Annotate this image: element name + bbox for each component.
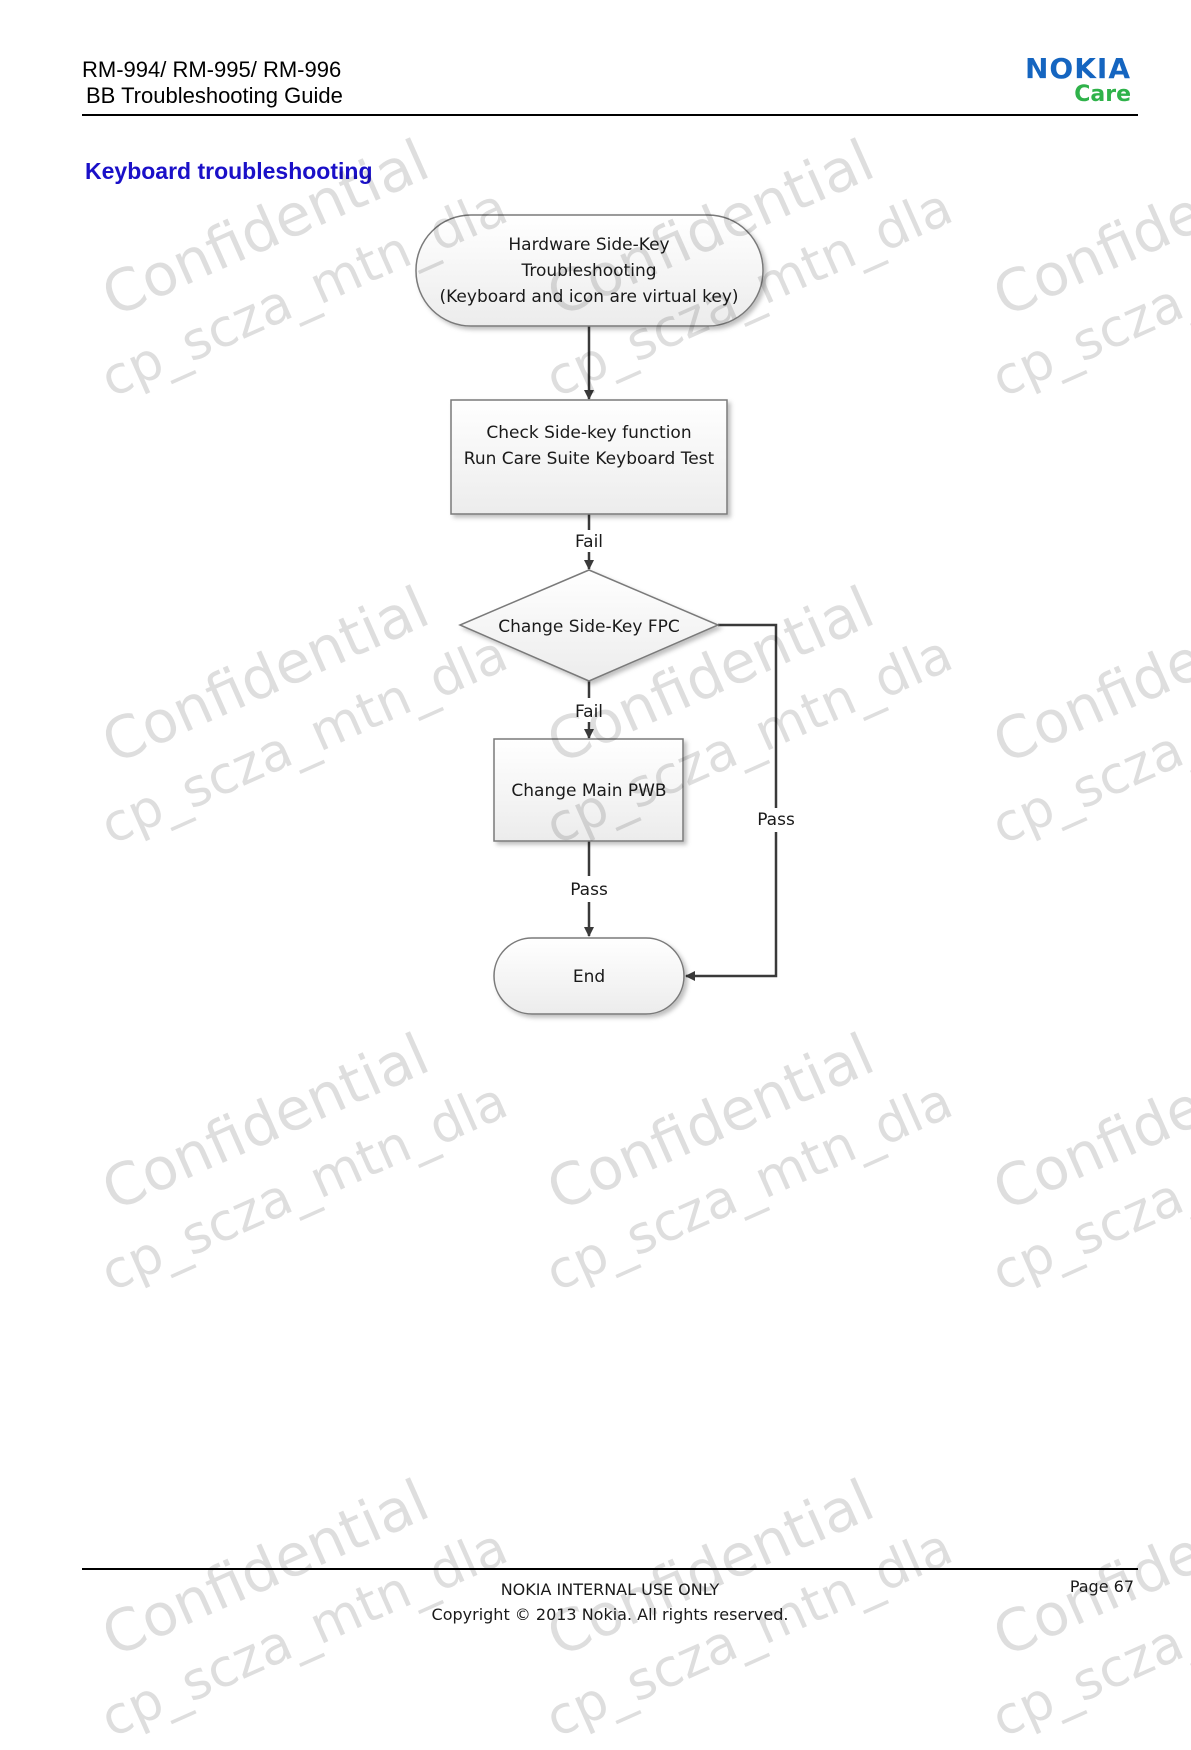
end-text: End: [573, 967, 605, 987]
process-text: Change Main PWB: [511, 781, 666, 801]
start-text-line2: Troubleshooting: [520, 261, 656, 281]
page-number: Page 67: [1069, 1577, 1134, 1596]
change-main-pwb-box: Change Main PWB: [493, 738, 684, 842]
logo-brand-text: NOKIA: [1024, 52, 1131, 85]
start-text-line3: (Keyboard and icon are virtual key): [439, 287, 738, 307]
nokia-care-logo: NOKIA Care: [991, 54, 1131, 106]
flow-connectors: [584, 326, 778, 981]
footer-internal-use: NOKIA INTERNAL USE ONLY: [500, 1580, 720, 1599]
keyboard-troubleshooting-flowchart: Hardware Side-Key Troubleshooting (Keybo…: [415, 214, 795, 1015]
label-decision-fail: Fail: [575, 702, 603, 722]
check-process-box: Check Side-key function Run Care Suite K…: [450, 399, 728, 515]
decision-diamond: Change Side-Key FPC: [458, 569, 720, 682]
label-check-fail: Fail: [575, 532, 603, 552]
footer-copyright: Copyright © 2013 Nokia. All rights reser…: [431, 1605, 789, 1624]
check-text-line1: Check Side-key function: [486, 423, 691, 443]
document-guide-line: BB Troubleshooting Guide: [86, 83, 343, 108]
footer-divider: [82, 1568, 1138, 1570]
header-divider: [82, 114, 1138, 116]
logo-care-text: Care: [1074, 82, 1131, 107]
start-text-line1: Hardware Side-Key: [508, 235, 669, 255]
check-text-line2: Run Care Suite Keyboard Test: [464, 449, 715, 469]
decision-text: Change Side-Key FPC: [498, 617, 680, 637]
label-process-pass: Pass: [570, 880, 608, 900]
section-title: Keyboard troubleshooting: [85, 158, 373, 184]
label-decision-pass: Pass: [757, 810, 795, 830]
document-model-line: RM-994/ RM-995/ RM-996: [82, 57, 342, 82]
end-terminator: End: [493, 937, 685, 1015]
arrow-decision-to-end-lower: [685, 832, 778, 981]
arrow-decision-to-end: [718, 623, 778, 808]
footer-notice: NOKIA INTERNAL USE ONLY Copyright © 2013…: [400, 1577, 820, 1627]
start-terminator: Hardware Side-Key Troubleshooting (Keybo…: [415, 214, 764, 327]
